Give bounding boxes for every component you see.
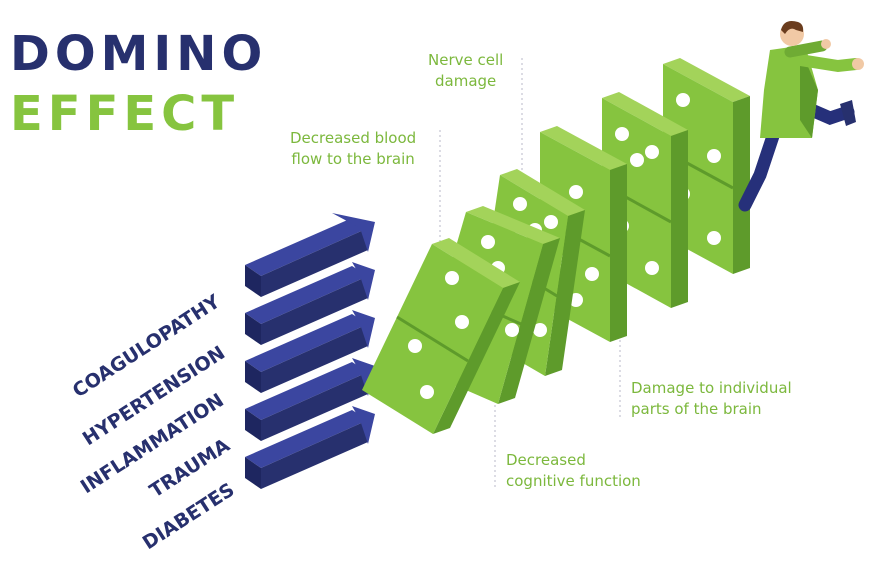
person-shoe <box>840 100 856 126</box>
arrow-inflammation <box>245 310 375 393</box>
arrow-hypertension <box>245 262 375 345</box>
effect-label-damage-brain-parts: Damage to individual parts of the brain <box>631 378 792 420</box>
title-effect: EFFECT <box>10 86 240 142</box>
effect-label-decreased-blood-flow: Decreased blood flow to the brain <box>290 128 416 170</box>
effect-label-nerve-cell-damage: Nerve cell damage <box>428 50 503 92</box>
person-arm-front <box>794 54 862 73</box>
arrow-diabetes <box>245 406 375 489</box>
effect-label-line: cognitive function <box>506 472 641 490</box>
effect-label-line: Nerve cell <box>428 51 504 69</box>
effect-label-line: damage <box>435 72 497 90</box>
effect-label-line: Decreased blood <box>290 129 417 147</box>
effect-label-line: Decreased <box>506 451 586 469</box>
title-domino: DOMINO <box>10 26 268 82</box>
arrow-coagulopathy <box>245 213 375 297</box>
effect-label-cognitive-function: Decreased cognitive function <box>506 450 641 492</box>
effect-label-line: Damage to individual <box>631 379 792 397</box>
domino-1 <box>362 238 520 434</box>
cause-arrows <box>245 213 375 489</box>
cause-label-coagulopathy: COAGULOPATHY <box>69 291 225 403</box>
effect-label-line: flow to the brain <box>291 150 415 168</box>
effect-label-line: parts of the brain <box>631 400 762 418</box>
person-arm-back <box>784 40 828 58</box>
leader-lines <box>439 58 621 490</box>
dominoes <box>362 58 750 434</box>
person-figure <box>738 21 864 212</box>
person-leg-back <box>738 123 782 212</box>
